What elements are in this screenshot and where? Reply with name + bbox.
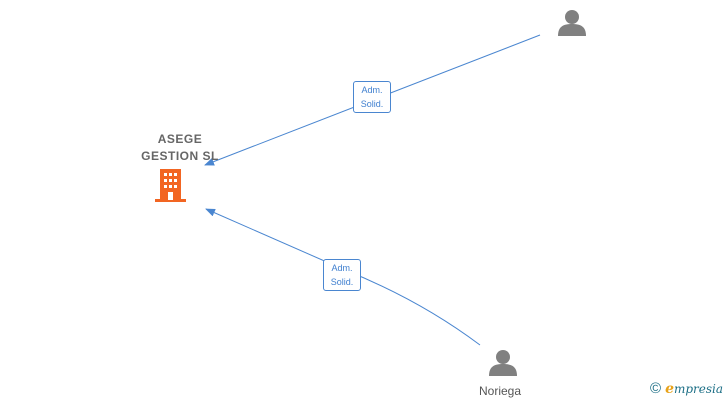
person-name[interactable]: Noriega	[478, 384, 522, 398]
relation-role-line1: Adm.	[331, 263, 353, 273]
brand-logo-initial: e	[665, 381, 674, 397]
relation-role-label: Adm. Solid.	[323, 259, 361, 291]
company-name-line1: ASEGE	[157, 132, 203, 146]
person-icon[interactable]	[558, 10, 586, 36]
brand-watermark: © empresia	[650, 380, 723, 398]
person-icon[interactable]	[489, 350, 517, 376]
copyright-icon: ©	[650, 380, 662, 397]
building-icon[interactable]	[155, 169, 186, 202]
company-name[interactable]: ASEGE GESTION SL	[110, 131, 250, 165]
relation-role-label: Adm. Solid.	[353, 81, 391, 113]
company-name-line2: GESTION SL	[141, 149, 219, 163]
brand-logo: empresia	[665, 380, 723, 398]
relation-role-line2: Solid.	[360, 99, 384, 109]
relation-role-line1: Adm.	[361, 85, 383, 95]
relation-role-line2: Solid.	[330, 277, 354, 287]
brand-logo-text: mpresia	[673, 382, 724, 396]
